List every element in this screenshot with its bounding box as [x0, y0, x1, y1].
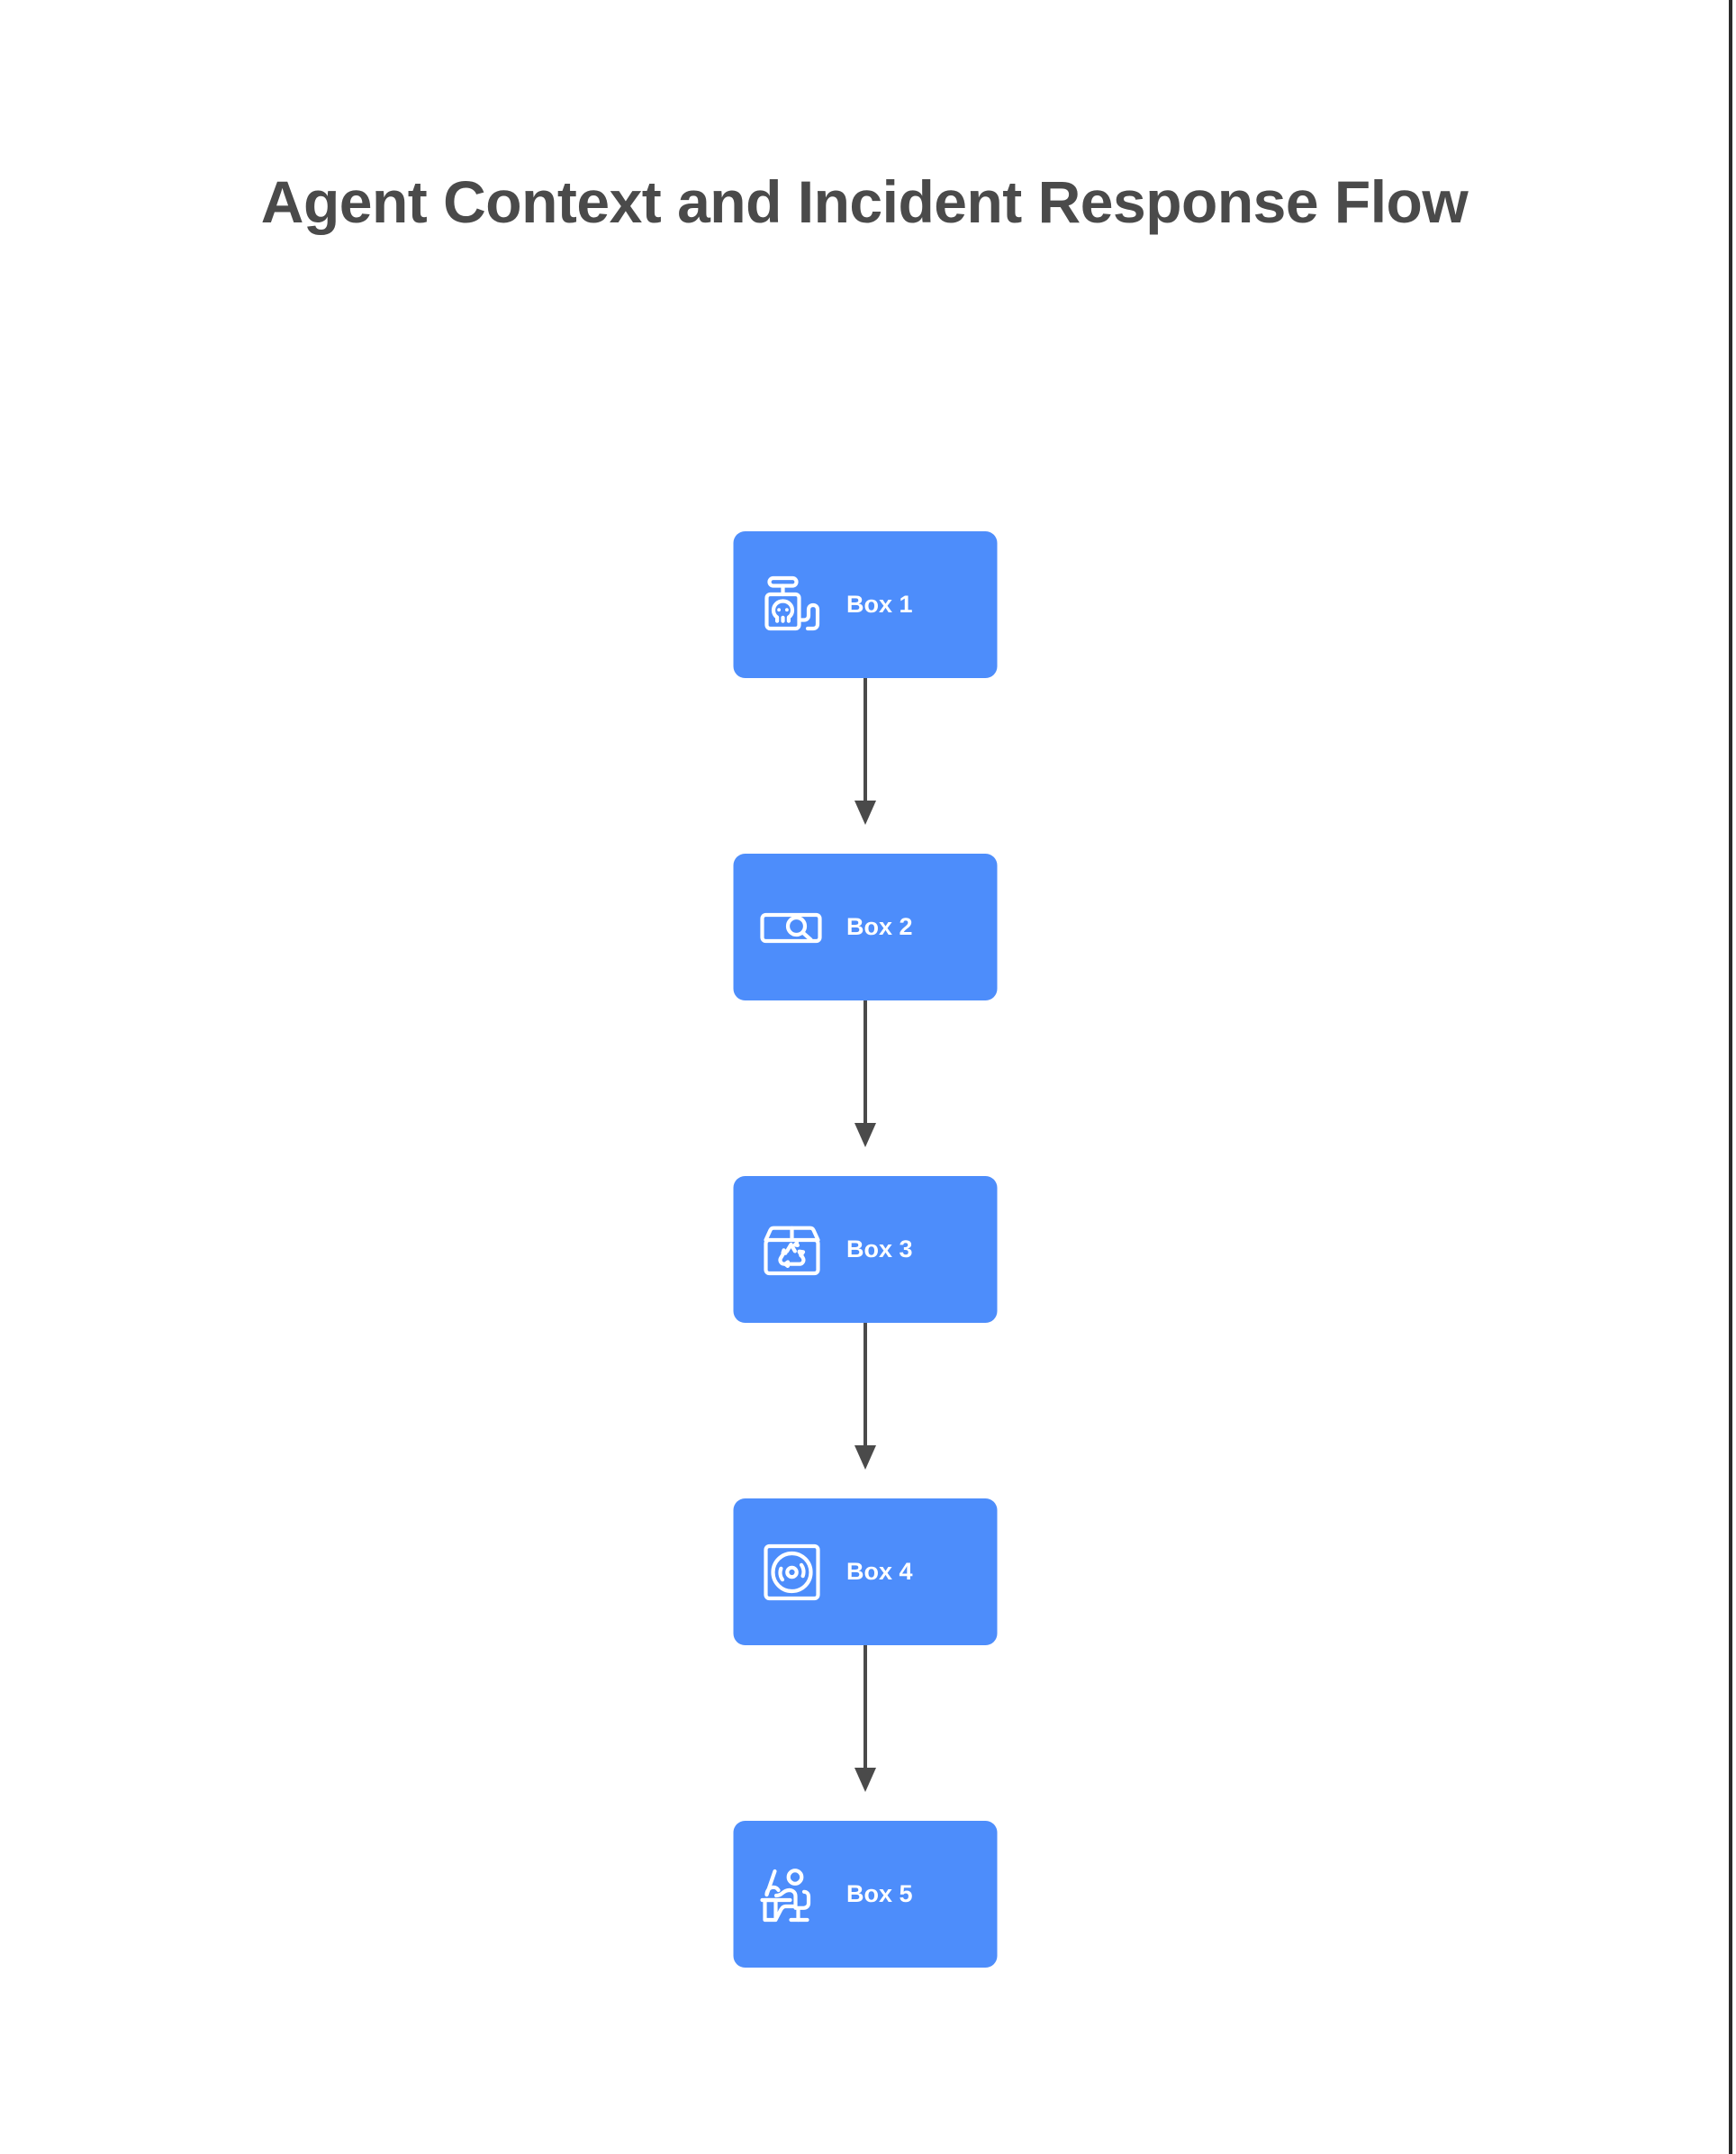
recycling-package-icon — [756, 1215, 827, 1285]
search-box-icon — [756, 892, 827, 963]
flow-node-box-5[interactable]: Box 5 — [733, 1821, 997, 1968]
page-title: Agent Context and Incident Response Flow — [260, 168, 1469, 235]
flow-node-label: Box 5 — [846, 1880, 913, 1907]
flow-step-3: Box 3 — [0, 1149, 1730, 1471]
flow-connector-1-to-2 — [847, 678, 883, 827]
flow-step-4: Box 4 — [0, 1471, 1730, 1794]
flow-node-label: Box 3 — [846, 1235, 913, 1263]
flowchart: Box 1 Box 2 — [0, 504, 1730, 1974]
flow-connector-2-to-3 — [847, 1000, 883, 1149]
flow-node-label: Box 1 — [846, 591, 913, 618]
flow-node-box-1[interactable]: Box 1 — [733, 531, 997, 678]
flow-node-box-2[interactable]: Box 2 — [733, 854, 997, 1000]
vinyl-record-sleeve-icon — [756, 1537, 827, 1607]
flow-node-box-3[interactable]: Box 3 — [733, 1176, 997, 1323]
right-edge-rule — [1729, 0, 1732, 2154]
detonator-skull-icon — [756, 570, 827, 640]
flow-node-label: Box 2 — [846, 913, 913, 940]
flow-node-label: Box 4 — [846, 1558, 913, 1585]
flow-step-2: Box 2 — [0, 827, 1730, 1149]
flow-connector-3-to-4 — [847, 1323, 883, 1471]
flow-step-5: Box 5 — [0, 1794, 1730, 1974]
flow-connector-4-to-5 — [847, 1645, 883, 1794]
flow-node-box-4[interactable]: Box 4 — [733, 1498, 997, 1645]
person-at-desk-icon — [756, 1860, 827, 1930]
flow-step-1: Box 1 — [0, 504, 1730, 827]
